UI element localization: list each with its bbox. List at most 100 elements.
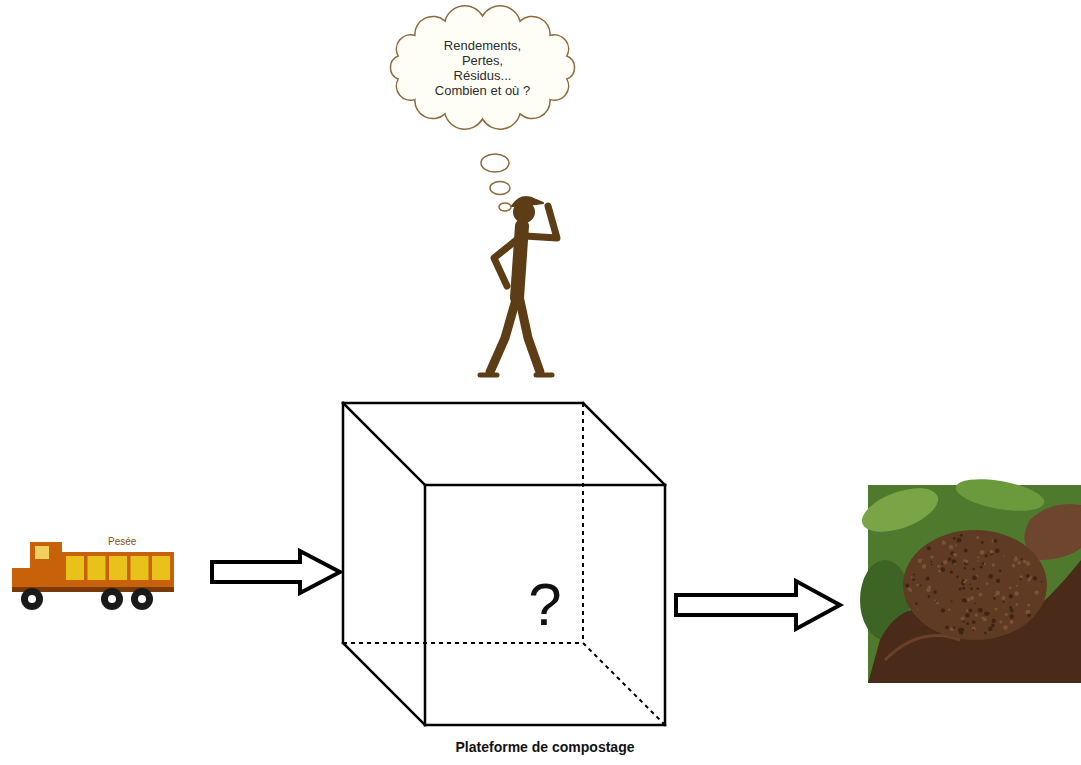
compost-grain: [930, 561, 932, 563]
thought-bubbles: [481, 154, 511, 211]
compost-grain: [976, 536, 979, 539]
cube-edge: [425, 724, 665, 727]
compost-grain: [951, 601, 953, 603]
compost-grain: [945, 625, 949, 629]
compost-grain: [1009, 586, 1012, 589]
compost-grain: [991, 624, 995, 628]
compost-grain: [992, 563, 995, 566]
compost-grain: [918, 559, 922, 563]
truck-drawing: [8, 530, 178, 612]
hidden-cube-edge: [583, 643, 665, 725]
compost-grain: [996, 578, 1000, 582]
compost-grain: [941, 608, 945, 612]
compost-grain: [913, 574, 915, 576]
truck-part: [131, 556, 149, 580]
compost-grain: [949, 545, 953, 549]
compost-grain: [911, 576, 913, 578]
compost-photo-part: [1024, 504, 1081, 560]
compost-grain: [935, 600, 937, 602]
compost-grain: [927, 546, 931, 550]
compost-grain: [994, 608, 997, 611]
cube-edge: [343, 643, 425, 725]
truck: Pesée: [8, 530, 178, 612]
compost-photo-part: [903, 530, 1047, 640]
compost-grain: [974, 603, 976, 605]
compost-grain: [972, 575, 977, 580]
compost-grain: [988, 627, 992, 631]
truck-part: [28, 595, 36, 603]
hidden-cube-edge: [582, 403, 584, 643]
compost-grain: [1041, 581, 1043, 583]
compost-grain: [977, 560, 979, 562]
compost-grain: [977, 587, 980, 590]
compost-grain: [928, 586, 932, 590]
compost-grain: [968, 609, 972, 613]
flow-arrow: [212, 551, 340, 593]
compost-grain: [996, 579, 1000, 583]
compost-grain: [994, 595, 996, 597]
truck-part: [66, 556, 84, 580]
compost-grain: [977, 556, 979, 558]
compost-grain: [989, 550, 993, 554]
compost-grain: [1015, 556, 1018, 559]
compost-grain: [963, 581, 966, 584]
compost-grain: [926, 577, 930, 581]
compost-grain: [965, 613, 969, 617]
compost-grain: [988, 550, 992, 554]
truck-part: [101, 588, 123, 610]
thinking-person: [480, 197, 557, 375]
compost-grain: [970, 587, 973, 590]
compost-grain: [1027, 614, 1030, 617]
cube-outline: [343, 403, 665, 725]
thinking-person-part: [525, 206, 557, 238]
truck-part: [131, 588, 153, 610]
cube-edge: [342, 403, 345, 643]
truck-part: [21, 588, 43, 610]
thought-cloud: Rendements, Pertes, Résidus... Combien e…: [385, 5, 580, 130]
compost-grain: [978, 593, 982, 597]
compost-grain: [1014, 591, 1019, 596]
truck-label: Pesée: [108, 536, 136, 548]
truck-part: [108, 595, 116, 603]
compost-grain: [961, 617, 965, 621]
truck-part: [109, 556, 127, 580]
compost-grain: [985, 554, 988, 557]
compost-grain: [922, 564, 927, 569]
compost-grain: [964, 567, 966, 569]
thinking-person-part: [512, 197, 543, 206]
compost-grain: [941, 567, 946, 572]
cube-edge: [664, 485, 667, 725]
output-arrow-part: [676, 581, 840, 629]
compost-grain: [908, 588, 912, 592]
compost-grain: [1033, 576, 1037, 580]
thinking-person-part: [536, 373, 552, 378]
compost-grain: [950, 570, 953, 573]
compost-grain: [1003, 601, 1005, 603]
compost-grain: [981, 617, 984, 620]
thought-bubbles-part: [499, 203, 511, 211]
truck-part: [30, 542, 62, 570]
compost-grain: [933, 590, 937, 594]
compost-grain: [984, 632, 986, 634]
compost-grain: [999, 620, 1002, 623]
compost-grain: [1034, 590, 1038, 594]
compost-grain: [928, 595, 931, 598]
compost-grain: [1017, 561, 1021, 565]
compost-grain: [959, 588, 962, 591]
platform-caption: Plateforme de compostage: [456, 739, 635, 756]
thinking-person-part: [480, 373, 497, 378]
output-arrow: [676, 581, 840, 629]
compost-photo-part: [953, 473, 1046, 516]
compost-grain: [965, 560, 969, 564]
compost-grain: [912, 578, 915, 581]
compost-grain: [1015, 603, 1018, 606]
compost-grain: [1020, 575, 1023, 578]
compost-grain: [954, 563, 956, 565]
truck-part: [138, 595, 146, 603]
thought-text: Rendements, Pertes, Résidus... Combien e…: [433, 38, 532, 98]
compost-grain: [964, 549, 968, 553]
truck-part: [35, 546, 49, 559]
compost-texture: [905, 534, 1042, 635]
truck-part: [12, 568, 62, 588]
compost-grain: [1021, 558, 1023, 560]
